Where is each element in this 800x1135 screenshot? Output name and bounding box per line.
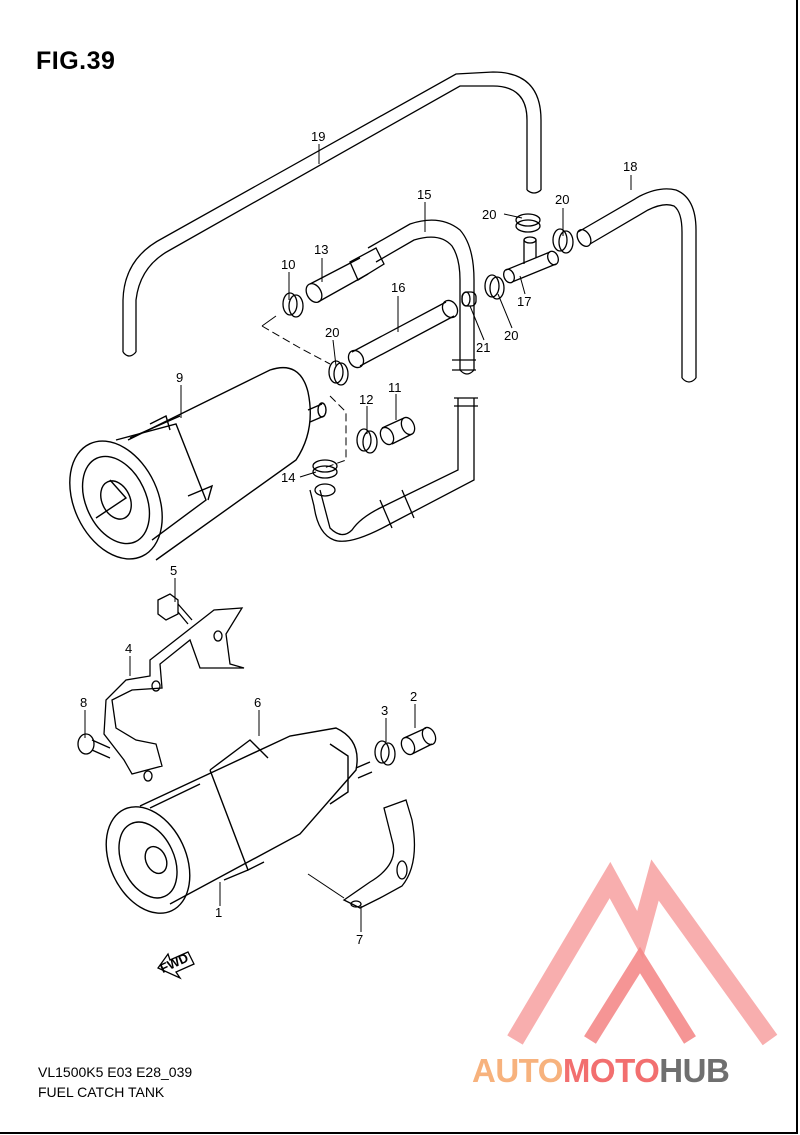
hose-15 — [367, 219, 476, 375]
callout-20-a: 20 — [482, 207, 496, 222]
callout-11: 11 — [388, 380, 402, 395]
clamp-20-mid — [484, 274, 505, 300]
callout-13: 13 — [314, 242, 328, 257]
part-17-t-joint — [503, 236, 559, 284]
part-11-hose — [379, 416, 416, 446]
clamp-3 — [374, 740, 396, 766]
tank-1 — [105, 727, 373, 914]
bracket-4 — [103, 607, 245, 782]
callout-20-d: 20 — [325, 325, 339, 340]
figure-title: FIG.39 — [36, 47, 116, 75]
callout-10: 10 — [281, 257, 295, 272]
watermark-text: AUTOMOTOHUB — [472, 1052, 730, 1090]
callout-9: 9 — [176, 370, 183, 385]
callout-15: 15 — [417, 187, 431, 202]
callout-17: 17 — [517, 294, 531, 309]
part-16-pipe — [347, 299, 459, 369]
callout-7: 7 — [356, 932, 363, 947]
clamp-14 — [312, 459, 338, 479]
callout-2: 2 — [410, 689, 417, 704]
watermark-part-a: AUTO — [472, 1052, 563, 1089]
bracket-7 — [342, 799, 416, 909]
clamp-12 — [356, 428, 378, 454]
bolt-8 — [77, 733, 111, 759]
callout-4: 4 — [125, 641, 132, 656]
clamp-20-right — [552, 228, 574, 254]
hose-18 — [576, 188, 697, 383]
bolt-5 — [157, 593, 193, 625]
callout-21: 21 — [476, 340, 490, 355]
fwd-arrow-icon: FWD — [157, 950, 195, 980]
callout-numbers: 19 18 15 20 20 13 10 16 17 20 20 21 9 11… — [80, 129, 637, 947]
watermark-part-b: MOTO — [562, 1052, 660, 1089]
callout-19: 19 — [311, 129, 325, 144]
callout-16: 16 — [391, 280, 405, 295]
callout-5: 5 — [170, 563, 177, 578]
callout-8: 8 — [80, 695, 87, 710]
watermark-logo-icon — [507, 859, 778, 1046]
clamp-10 — [282, 292, 304, 318]
callout-20-b: 20 — [555, 192, 569, 207]
leader-lines — [84, 144, 632, 932]
part-21-fitting — [461, 291, 477, 307]
callout-1: 1 — [215, 905, 222, 920]
callout-12: 12 — [359, 392, 373, 407]
model-code: VL1500K5 E03 E28_039 — [38, 1064, 193, 1080]
callout-3: 3 — [381, 703, 388, 718]
part-2-hose — [400, 726, 437, 756]
guide-lines — [261, 315, 347, 899]
callout-14: 14 — [281, 470, 295, 485]
watermark-part-c: HUB — [659, 1052, 730, 1089]
callout-6: 6 — [254, 695, 261, 710]
callout-20-c: 20 — [504, 328, 518, 343]
hose-lower-j — [309, 397, 478, 542]
callout-18: 18 — [623, 159, 637, 174]
figure-caption: FUEL CATCH TANK — [38, 1084, 165, 1100]
tank-9 — [69, 366, 327, 561]
part-13-hose — [305, 247, 385, 303]
hose-19 — [122, 71, 542, 357]
clamp-20-left — [328, 360, 349, 386]
clamp-20-top — [515, 213, 541, 233]
